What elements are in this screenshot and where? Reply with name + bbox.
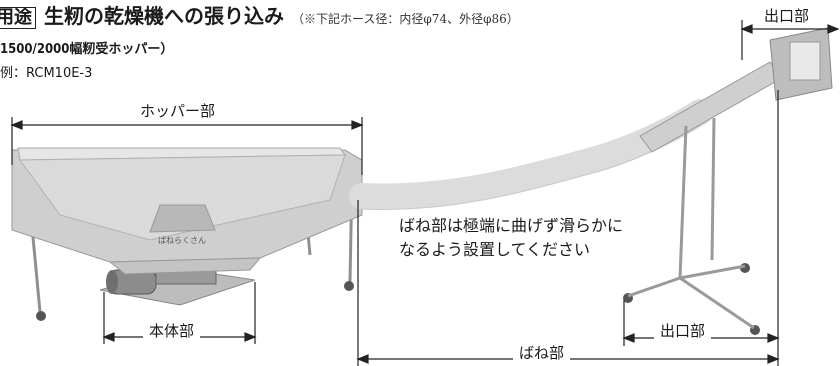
usage-tag: 用途 <box>0 7 36 29</box>
hose-diameter-note: （※下記ホース径：内径φ74、外径φ86） <box>292 12 519 26</box>
hopper-spec: 1500/2000幅籾受ホッパー） <box>0 42 174 57</box>
spring-label: ばね部 <box>513 342 571 363</box>
spring-hose <box>349 99 713 210</box>
motor-unit <box>99 265 256 306</box>
conveyor-stand <box>627 117 755 330</box>
advice-line-2: なるよう設置してください <box>399 240 591 259</box>
model-example: 例：RCM10E-3 <box>0 66 93 81</box>
caster-wheels <box>36 263 760 335</box>
hopper-box: ばねらくさん <box>11 147 363 275</box>
body-label: 本体部 <box>143 320 201 341</box>
advice-line-1: ばね部は極端に曲げず滑らかに <box>399 216 624 235</box>
outlet-bottom-label: 出口部 <box>654 320 712 341</box>
hopper-label: ホッパー部 <box>134 100 222 121</box>
installation-advice: ばね部は極端に曲げず滑らかに なるよう設置してください <box>399 214 623 262</box>
page-title: 生籾の乾燥機への張り込み <box>44 4 284 28</box>
conveyor-tube <box>639 27 833 153</box>
hopper-brand-print: ばねらくさん <box>158 236 206 245</box>
outlet-top-label: 出口部 <box>758 5 816 26</box>
page-header: 用途 生籾の乾燥機への張り込み （※下記ホース径：内径φ74、外径φ86） <box>0 0 519 29</box>
